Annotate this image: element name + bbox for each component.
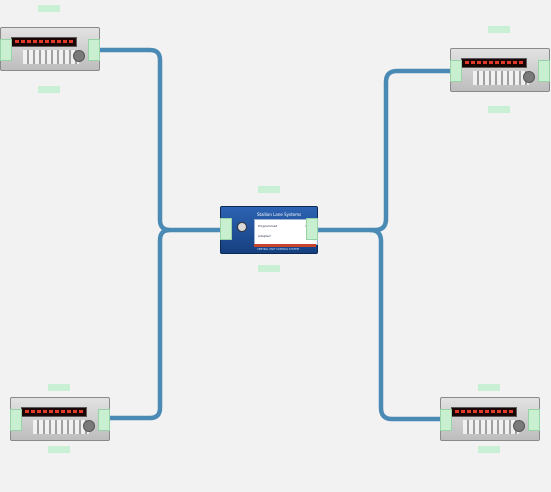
instrument-bottom-left[interactable] [10, 395, 110, 445]
led-digits [24, 410, 84, 413]
label-pad-bottom [38, 86, 60, 93]
link-switch-top-right [318, 68, 452, 233]
dial-icon [237, 222, 247, 232]
label-pad-bottom [488, 106, 510, 113]
link-switch-bottom-right [369, 227, 442, 422]
port-left[interactable] [0, 39, 12, 61]
knob-icon [523, 71, 535, 83]
label-pad-top [488, 26, 510, 33]
switch-chassis: Stallion Lane Systems Programmed 00:00 A… [220, 206, 318, 254]
keypad [32, 420, 90, 434]
led-digits [454, 410, 514, 413]
label-pad-bottom [478, 446, 500, 453]
link-bottom-left-switch [108, 227, 171, 421]
label-pad-top [478, 384, 500, 391]
label-pad-bottom [258, 265, 280, 272]
port-left[interactable] [440, 409, 452, 431]
link-top-left-switch [98, 47, 222, 233]
switch-footer: CENTRAL UNIT CONTROL SYSTEM [257, 248, 299, 251]
label-pad-top [48, 384, 70, 391]
port-right[interactable] [306, 218, 318, 240]
status-strip [254, 244, 316, 247]
label-pad-top [258, 186, 280, 193]
instrument-chassis [10, 397, 110, 441]
port-left[interactable] [220, 218, 232, 240]
instrument-chassis [450, 48, 550, 92]
instrument-top-left[interactable] [0, 25, 100, 75]
port-right[interactable] [98, 409, 110, 431]
switch-brand: Stallion Lane Systems [257, 212, 302, 217]
instrument-chassis [0, 27, 100, 71]
screen-row-label: Adapted [258, 234, 271, 238]
keypad [462, 420, 520, 434]
instrument-display [450, 407, 518, 417]
port-left[interactable] [450, 60, 462, 82]
instrument-bottom-right[interactable] [440, 395, 540, 445]
port-right[interactable] [528, 409, 540, 431]
label-pad-bottom [48, 446, 70, 453]
led-digits [464, 61, 524, 64]
instrument-top-right[interactable] [450, 46, 550, 96]
knob-icon [83, 420, 95, 432]
instrument-chassis [440, 397, 540, 441]
led-digits [14, 40, 74, 43]
port-left[interactable] [10, 409, 22, 431]
knob-icon [513, 420, 525, 432]
label-pad-top [38, 5, 60, 12]
knob-icon [73, 50, 85, 62]
port-right[interactable] [88, 39, 100, 61]
port-right[interactable] [538, 60, 550, 82]
instrument-display [20, 407, 88, 417]
instrument-display [460, 58, 528, 68]
keypad [472, 71, 530, 85]
keypad [22, 50, 80, 64]
screen-row-label: Programmed [258, 224, 278, 228]
central-switch-unit[interactable]: Stallion Lane Systems Programmed 00:00 A… [220, 206, 318, 254]
instrument-display [10, 37, 78, 47]
